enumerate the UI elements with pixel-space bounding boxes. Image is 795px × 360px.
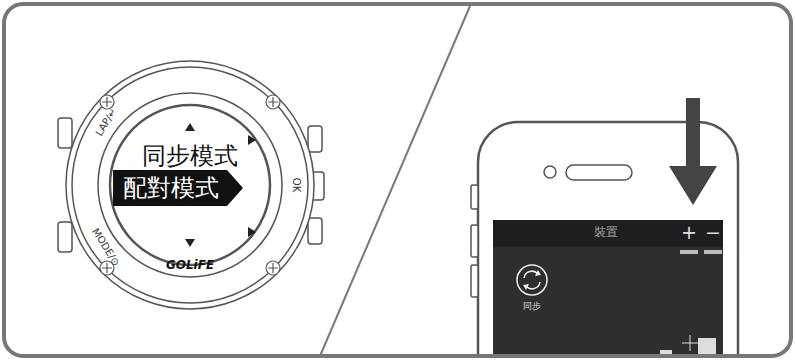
add-button: + — [681, 222, 697, 243]
frame — [4, 4, 791, 356]
menu-item-selected: 配對模式 — [123, 175, 219, 201]
button-label: OK — [291, 178, 302, 192]
phone — [471, 98, 738, 355]
screen-title: 裝置 — [594, 226, 618, 239]
brand-logo: GOLiFE — [166, 259, 214, 272]
arrow-fill — [113, 170, 243, 206]
divider-line — [320, 6, 470, 356]
menu-item: 同步模式 — [142, 143, 238, 169]
highlight-arrow: 配對模式 — [113, 170, 243, 206]
remove-button: − — [705, 222, 721, 243]
sync-label: 同步 — [523, 302, 541, 312]
watch — [58, 61, 324, 309]
